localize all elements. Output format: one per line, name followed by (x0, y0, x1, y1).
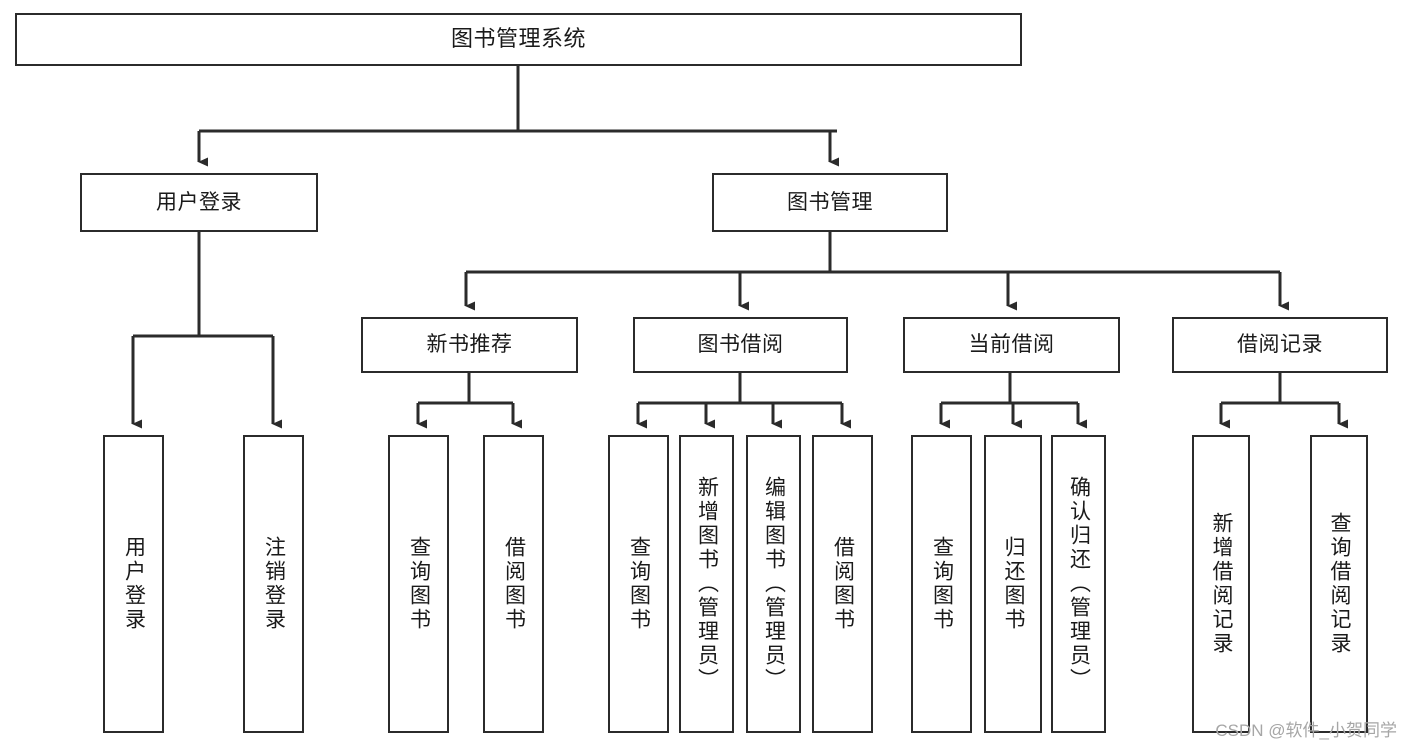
edge-userlogin-to-leaves (131, 232, 282, 429)
node-leaf-query-book-1[interactable]: 查询图书 (388, 435, 449, 733)
node-label: 用户登录 (156, 190, 242, 214)
watermark-text: CSDN @软件_小贺同学 (1215, 721, 1397, 740)
node-leaf-user-login[interactable]: 用户登录 (103, 435, 164, 733)
node-label: 归还图书 (1002, 536, 1026, 632)
node-leaf-add-record[interactable]: 新增借阅记录 (1192, 435, 1250, 733)
node-root-title[interactable]: 图书管理系统 (15, 13, 1022, 66)
node-user-login[interactable]: 用户登录 (80, 173, 318, 232)
node-label: 注销登录 (262, 536, 286, 632)
node-label: 用户登录 (122, 536, 146, 632)
node-label: 图书借阅 (697, 333, 784, 357)
node-label: 新书推荐 (426, 333, 513, 357)
node-label: 查询借阅记录 (1328, 512, 1352, 656)
edge-root-to-level2 (197, 66, 839, 167)
node-leaf-return-book[interactable]: 归还图书 (984, 435, 1042, 733)
node-leaf-query-record[interactable]: 查询借阅记录 (1310, 435, 1368, 733)
node-label: 借阅记录 (1237, 333, 1323, 357)
node-label: 新增借阅记录 (1210, 512, 1234, 656)
node-label: 图书管理系统 (450, 26, 586, 52)
edge-bookmanage-to-level3 (464, 232, 1289, 311)
node-new-book-recommend[interactable]: 新书推荐 (361, 317, 578, 373)
node-label: 查询图书 (930, 536, 954, 632)
node-book-manage[interactable]: 图书管理 (712, 173, 948, 232)
node-leaf-borrow-book-2[interactable]: 借阅图书 (812, 435, 873, 733)
node-leaf-borrow-book-1[interactable]: 借阅图书 (483, 435, 544, 733)
edge-borrowrecord-to-leaves (1219, 373, 1348, 429)
node-label: 编辑图书（管理员） (762, 476, 786, 692)
node-leaf-query-book-3[interactable]: 查询图书 (911, 435, 972, 733)
edge-currentborrow-to-leaves (939, 373, 1087, 429)
node-label: 借阅图书 (502, 536, 526, 632)
edge-newbook-to-leaves (416, 373, 522, 429)
node-leaf-logout[interactable]: 注销登录 (243, 435, 304, 733)
node-label: 查询图书 (407, 536, 431, 632)
node-label: 当前借阅 (968, 333, 1055, 357)
node-book-borrow[interactable]: 图书借阅 (633, 317, 848, 373)
node-leaf-add-book[interactable]: 新增图书（管理员） (679, 435, 734, 733)
node-leaf-query-book-2[interactable]: 查询图书 (608, 435, 669, 733)
node-leaf-confirm-return[interactable]: 确认归还（管理员） (1051, 435, 1106, 733)
node-label: 借阅图书 (831, 536, 855, 632)
node-current-borrow[interactable]: 当前借阅 (903, 317, 1120, 373)
node-label: 图书管理 (787, 190, 873, 214)
node-label: 新增图书（管理员） (695, 476, 719, 692)
node-label: 查询图书 (627, 536, 651, 632)
node-leaf-edit-book[interactable]: 编辑图书（管理员） (746, 435, 801, 733)
node-label: 确认归还（管理员） (1067, 476, 1091, 692)
edge-bookborrow-to-leaves (636, 373, 851, 429)
node-borrow-record[interactable]: 借阅记录 (1172, 317, 1388, 373)
